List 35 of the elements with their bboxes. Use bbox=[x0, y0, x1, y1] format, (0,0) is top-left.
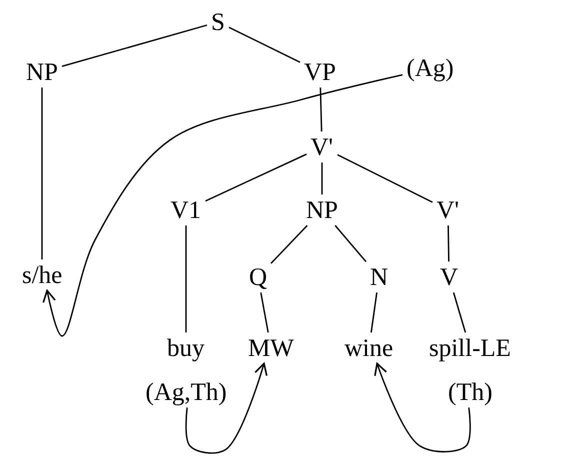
tree-node-label: V' bbox=[308, 134, 336, 160]
tree-node-label: s/he bbox=[20, 262, 64, 288]
curved-arrow bbox=[42, 74, 403, 337]
tree-node-label: NP bbox=[24, 58, 60, 86]
tree-branch bbox=[270, 225, 308, 264]
tree-branch bbox=[41, 88, 43, 260]
tree-branch bbox=[370, 292, 378, 333]
tree-branch bbox=[321, 162, 323, 194]
tree-node-label: (Ag,Th) bbox=[144, 378, 229, 406]
tree-node-label: VP bbox=[302, 58, 338, 86]
tree-branch bbox=[185, 226, 187, 332]
tree-node-label: spill-LE bbox=[427, 334, 513, 362]
tree-node-label: NP bbox=[304, 196, 340, 224]
tree-branch bbox=[334, 225, 367, 262]
tree-branch bbox=[228, 26, 300, 63]
tree-branch bbox=[337, 154, 433, 203]
tree-node-label: V1 bbox=[168, 196, 204, 224]
tree-node-label: S bbox=[209, 8, 227, 36]
tree-node-label: (Th) bbox=[446, 378, 494, 406]
tree-branch bbox=[320, 87, 322, 132]
tree-branch bbox=[452, 292, 466, 333]
tree-node-label: Q bbox=[247, 264, 270, 290]
tree-branch bbox=[260, 292, 269, 333]
tree-node-label: (Ag) bbox=[404, 54, 456, 82]
tree-node-label: wine bbox=[342, 334, 396, 362]
tree-branch bbox=[62, 24, 208, 67]
tree-node-label: V bbox=[438, 264, 460, 290]
tree-node-label: buy bbox=[165, 334, 206, 362]
curved-arrow bbox=[374, 362, 471, 452]
curved-arrow bbox=[185, 362, 268, 454]
tree-branch bbox=[205, 154, 307, 202]
tree-branch bbox=[448, 225, 450, 262]
tree-node-label: V' bbox=[434, 196, 462, 224]
tree-node-label: N bbox=[368, 264, 390, 290]
tree-node-label: MW bbox=[246, 334, 296, 362]
